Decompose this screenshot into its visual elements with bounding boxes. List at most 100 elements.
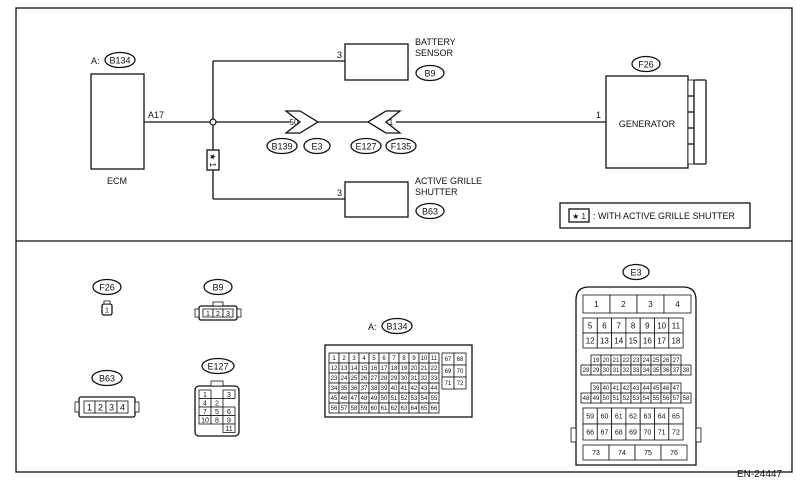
pin-number: 12 <box>331 366 338 372</box>
pin-number: 50 <box>381 396 388 402</box>
pin-number: 56 <box>331 406 338 412</box>
pin-number: 41 <box>401 386 408 392</box>
pin-number: 67 <box>445 357 452 363</box>
pin-number: 26 <box>361 376 368 382</box>
pin-number: 6 <box>227 409 231 416</box>
pin-number: 28 <box>381 376 388 382</box>
wire-junction-dot <box>209 118 217 126</box>
pin-number: 14 <box>614 336 623 345</box>
connector-female-symbol <box>366 110 402 134</box>
pin-number: 30 <box>401 376 408 382</box>
pin-number: 64 <box>411 406 418 412</box>
pin-number: 29 <box>391 376 398 382</box>
b134-code: B134 <box>386 322 407 332</box>
connector-male-symbol <box>284 110 320 134</box>
pin-number: 67 <box>601 430 609 437</box>
pin-number: 30 <box>603 368 610 374</box>
pin-number: 8 <box>215 417 219 424</box>
e3-code-oval <box>622 263 650 281</box>
b134-pin-cell <box>453 376 467 390</box>
pin-number: 21 <box>613 358 620 364</box>
pin-number: 9 <box>227 417 231 424</box>
pin-number: 12 <box>586 336 595 345</box>
pin-number: 46 <box>341 396 348 402</box>
pin-number: 44 <box>431 386 438 392</box>
pin-number: 19 <box>593 358 600 364</box>
pin-number: 53 <box>633 396 640 402</box>
pin-number: 39 <box>593 386 600 392</box>
pin-number: 18 <box>391 366 398 372</box>
code-e127: E127 <box>355 142 376 152</box>
ecm-label: ECM <box>107 176 127 186</box>
pin-number: 68 <box>615 430 623 437</box>
pin-number: 9 <box>412 356 416 362</box>
pin-number: 3 <box>352 356 356 362</box>
pin-number: 23 <box>331 376 338 382</box>
pin-number: 4 <box>203 400 207 407</box>
pin-number: 58 <box>351 406 358 412</box>
pin-number: 38 <box>371 386 378 392</box>
footer-code: EN-24447 <box>737 469 782 480</box>
pin-number: 4 <box>362 356 366 362</box>
pin-number: 11 <box>225 426 232 433</box>
battery-sensor-pin: 3 <box>337 50 342 60</box>
code-oval-f135 <box>385 137 417 155</box>
generator-box <box>605 75 689 169</box>
pin-number: 48 <box>583 396 590 402</box>
pin-number: 16 <box>371 366 378 372</box>
pin-number: 34 <box>643 368 650 374</box>
pin-number: 51 <box>613 396 620 402</box>
pin-number: 41 <box>613 386 620 392</box>
pin-number: 3 <box>648 300 653 309</box>
code-oval-b139 <box>266 137 298 155</box>
grille-shutter-pin: 3 <box>337 188 342 198</box>
pin-number: 13 <box>341 366 348 372</box>
f26-connector-icon: 1 <box>101 300 113 316</box>
pin-number: 1 <box>332 356 336 362</box>
pin-number: 52 <box>623 396 630 402</box>
pin-number: 2 <box>342 356 346 362</box>
pin-number: 59 <box>586 414 594 421</box>
pin-number: 69 <box>445 369 452 375</box>
pin-number: 29 <box>593 368 600 374</box>
b134-pin-cell <box>428 402 440 414</box>
pin-number: 40 <box>391 386 398 392</box>
pin-number: 71 <box>658 430 666 437</box>
grille-shutter-box <box>344 181 409 218</box>
svg-text:2: 2 <box>98 403 103 413</box>
pin-number: 45 <box>331 396 338 402</box>
pin-number: 22 <box>431 366 438 372</box>
svg-text:1: 1 <box>206 311 210 318</box>
ecm-connector-code: B134 <box>109 56 130 66</box>
battery-sensor-box <box>344 43 409 81</box>
pin-number: 7 <box>617 321 622 330</box>
pin-number: 42 <box>411 386 418 392</box>
b134-prefix: A: <box>368 322 377 332</box>
e3-code: E3 <box>630 268 641 278</box>
generator-pin: 1 <box>596 110 601 120</box>
ecm-pin-label: A17 <box>148 110 164 120</box>
svg-text:1: 1 <box>87 403 92 413</box>
pin-number: 64 <box>658 414 666 421</box>
pin-number: 37 <box>673 368 680 374</box>
pin-number: 6 <box>382 356 386 362</box>
pin-number: 27 <box>673 358 680 364</box>
pin-number: 1 <box>594 300 599 309</box>
pin-number: 33 <box>633 368 640 374</box>
pin-number: 63 <box>643 414 651 421</box>
pin-number: 17 <box>657 336 666 345</box>
connector-right-pin: 1 <box>389 118 394 127</box>
e127-pin-cell <box>222 389 236 399</box>
legend-star-mark: ★ 1 <box>572 212 586 221</box>
pin-number: 61 <box>615 414 623 421</box>
pin-number: 28 <box>583 368 590 374</box>
pin-number: 38 <box>683 368 690 374</box>
pin-number: 52 <box>401 396 408 402</box>
pin-number: 15 <box>361 366 368 372</box>
svg-text:3: 3 <box>226 311 230 318</box>
pin-number: 5 <box>215 409 219 416</box>
pin-number: 71 <box>445 381 452 387</box>
pin-number: 24 <box>643 358 650 364</box>
